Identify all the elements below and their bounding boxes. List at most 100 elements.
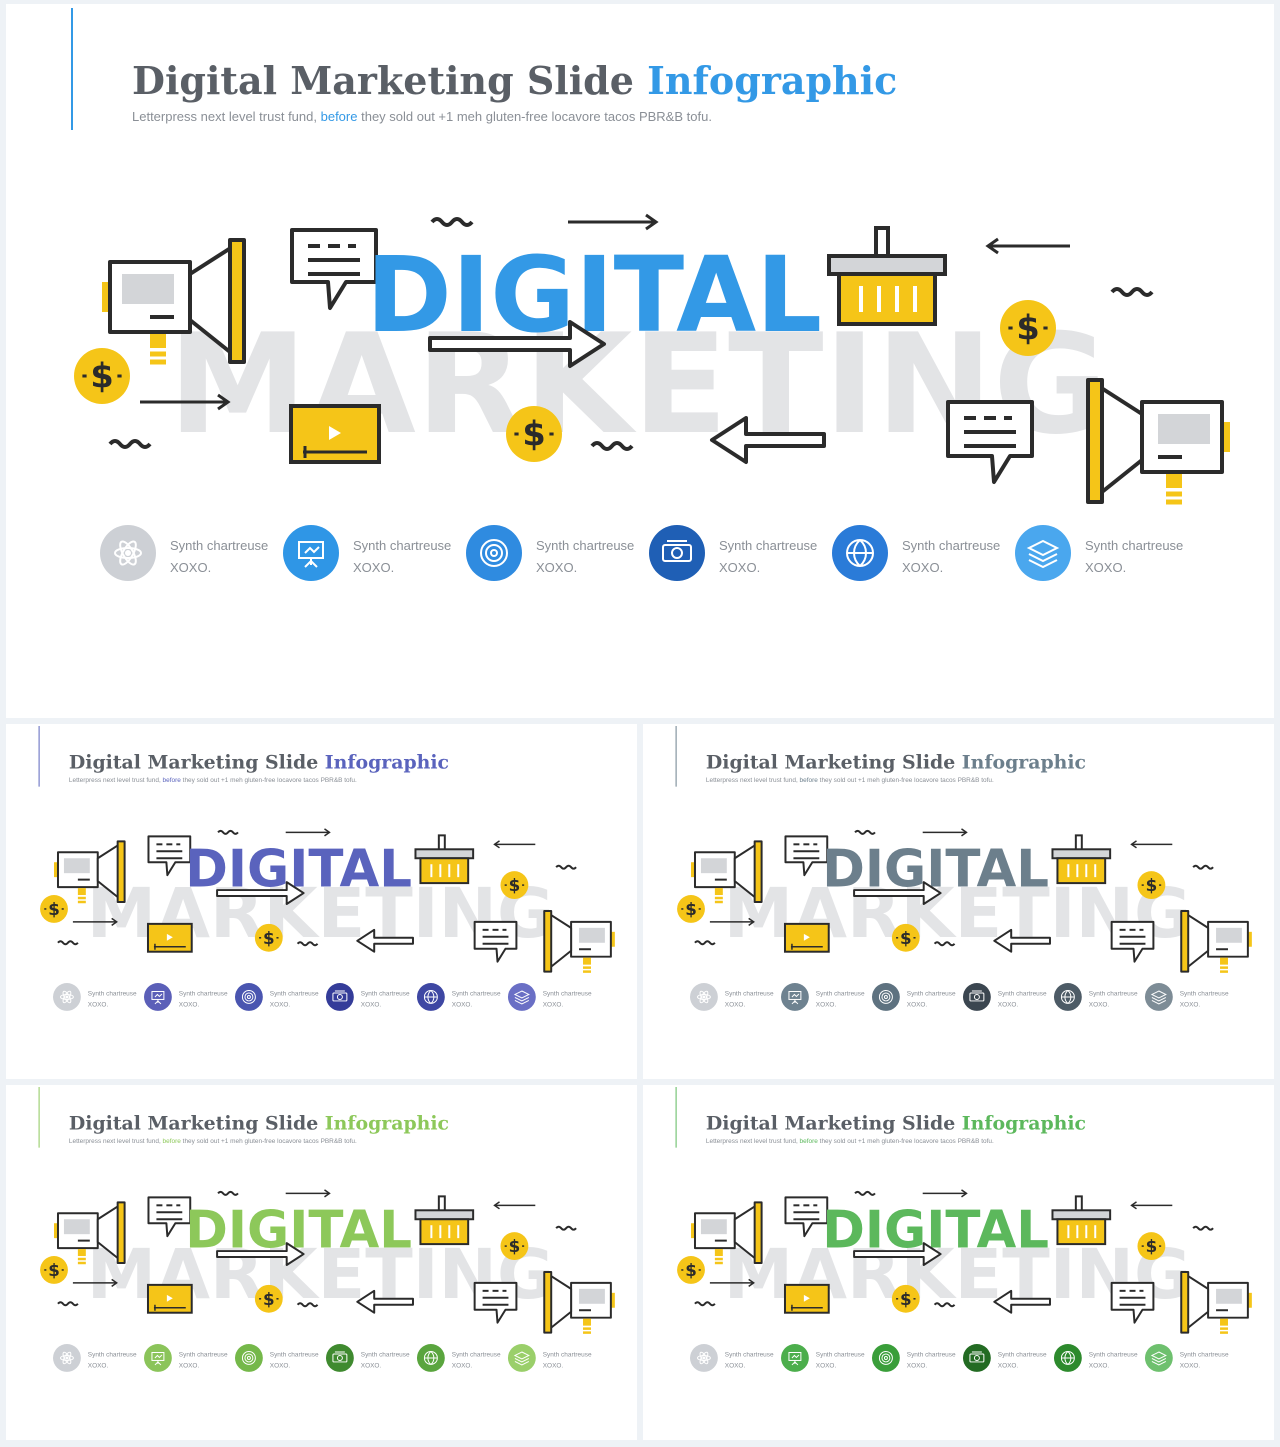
feature-item[interactable]: Synth chartreuse XOXO. (416, 1344, 501, 1372)
feature-item-label: Synth chartreuse (902, 538, 1000, 553)
squiggle-decoration (430, 217, 474, 227)
slide-title-accent: Infographic (325, 1113, 449, 1135)
feature-item[interactable]: Synth chartreuse XOXO. (871, 1344, 956, 1372)
squiggle-decoration (854, 829, 876, 835)
megaphone-icon (543, 909, 615, 973)
feature-item[interactable]: Synth chartreuse XOXO. (1144, 983, 1229, 1011)
arrow-line-icon (709, 917, 755, 926)
feature-item[interactable]: Synth chartreuse XOXO. (53, 983, 137, 1011)
feature-item-sub: XOXO. (1085, 560, 1126, 575)
shopping-basket-icon (414, 834, 475, 885)
squiggle-decoration (854, 1190, 876, 1196)
chat-bubble-icon (473, 1281, 518, 1324)
feature-item-sub: XOXO. (543, 1362, 564, 1369)
squiggle-decoration (933, 941, 956, 947)
slide-variant-lime[interactable]: Digital Marketing Slide Infographic Lett… (6, 1085, 637, 1440)
dollar-coin-icon: $ (74, 348, 130, 404)
slide-main-blue[interactable]: Digital Marketing Slide Infographic Lett… (6, 4, 1274, 718)
feature-item[interactable]: Synth chartreuse XOXO. (781, 983, 865, 1011)
arrow-line-icon (568, 213, 659, 231)
feature-item[interactable]: Synth chartreuse XOXO. (325, 983, 410, 1011)
megaphone-icon (1180, 909, 1252, 973)
feature-item[interactable]: Synth chartreuse XOXO. (466, 525, 634, 581)
feature-item[interactable]: Synth chartreuse XOXO. (1053, 1344, 1138, 1372)
slide-variant-green[interactable]: Digital Marketing Slide Infographic Lett… (643, 1085, 1274, 1440)
slide-variant-slate[interactable]: Digital Marketing Slide Infographic Lett… (643, 724, 1274, 1079)
feature-item[interactable]: Synth chartreuse XOXO. (649, 525, 817, 581)
chat-bubble-icon (784, 835, 829, 877)
outline-arrow-icon (216, 1242, 305, 1266)
feature-item[interactable]: Synth chartreuse XOXO. (1015, 525, 1183, 581)
slide-title-main: Digital Marketing Slide (69, 1113, 325, 1135)
squiggle-decoration (296, 941, 319, 947)
feature-item[interactable]: Synth chartreuse XOXO. (53, 1344, 137, 1372)
squiggle-decoration (1192, 864, 1214, 870)
feature-item-sub: XOXO. (902, 560, 943, 575)
megaphone-icon (691, 1201, 763, 1265)
feature-item-label: Synth chartreuse (816, 1351, 865, 1358)
outline-arrow-icon (853, 1242, 942, 1266)
feature-item-label: Synth chartreuse (907, 1351, 956, 1358)
dollar-sign: $ (1016, 309, 1039, 348)
feature-item[interactable]: Synth chartreuse XOXO. (1053, 983, 1138, 1011)
feature-item[interactable]: Synth chartreuse XOXO. (144, 1344, 228, 1372)
feature-item[interactable]: Synth chartreuse XOXO. (144, 983, 228, 1011)
feature-item-sub: XOXO. (816, 1362, 837, 1369)
feature-item[interactable]: Synth chartreuse XOXO. (283, 525, 451, 581)
feature-item[interactable]: Synth chartreuse XOXO. (690, 983, 774, 1011)
chat-bubble-icon (473, 920, 518, 963)
feature-item-label: Synth chartreuse (543, 1351, 592, 1358)
chat-bubble-icon (147, 835, 192, 877)
feature-item[interactable]: Synth chartreuse XOXO. (234, 1344, 319, 1372)
feature-item-sub: XOXO. (179, 1362, 200, 1369)
squiggle-decoration (57, 1301, 79, 1307)
feature-item-sub: XOXO. (270, 1362, 291, 1369)
feature-item[interactable]: Synth chartreuse XOXO. (100, 525, 268, 581)
slide-title-main: Digital Marketing Slide (706, 1113, 962, 1135)
dollar-sign: $ (263, 1289, 275, 1309)
feature-item[interactable]: Synth chartreuse XOXO. (871, 983, 956, 1011)
feature-item[interactable]: Synth chartreuse XOXO. (507, 983, 592, 1011)
dollar-coin-icon: $ (254, 923, 283, 952)
shopping-basket-icon (1051, 834, 1112, 885)
feature-item-sub: XOXO. (1180, 1001, 1201, 1008)
chat-bubble-icon (1110, 920, 1155, 963)
presentation-board-icon (781, 983, 809, 1011)
arrow-line-icon (1130, 840, 1173, 849)
slide-variant-indigo[interactable]: Digital Marketing Slide Infographic Lett… (6, 724, 637, 1079)
feature-item-sub: XOXO. (170, 560, 211, 575)
slide-title: Digital Marketing Slide Infographic (69, 752, 449, 774)
feature-item[interactable]: Synth chartreuse XOXO. (962, 983, 1047, 1011)
money-bill-icon (325, 983, 354, 1011)
squiggle-decoration (694, 1301, 716, 1307)
feature-item-label: Synth chartreuse (361, 1351, 410, 1358)
megaphone-icon (691, 840, 763, 904)
feature-item[interactable]: Synth chartreuse XOXO. (832, 525, 1000, 581)
feature-item[interactable]: Synth chartreuse XOXO. (690, 1344, 774, 1372)
feature-item[interactable]: Synth chartreuse XOXO. (234, 983, 319, 1011)
dollar-sign: $ (522, 415, 545, 454)
shopping-basket-icon (414, 1195, 475, 1246)
feature-item[interactable]: Synth chartreuse XOXO. (507, 1344, 592, 1372)
squiggle-decoration (1192, 1225, 1214, 1231)
feature-item[interactable]: Synth chartreuse XOXO. (781, 1344, 865, 1372)
feature-item-sub: XOXO. (1180, 1362, 1201, 1369)
slide-subtitle: Letterpress next level trust fund, befor… (706, 1138, 994, 1145)
feature-item[interactable]: Synth chartreuse XOXO. (325, 1344, 410, 1372)
megaphone-icon (1180, 1270, 1252, 1334)
chat-bubble-icon (946, 400, 1034, 484)
arrow-line-icon (493, 840, 536, 849)
money-bill-icon (325, 1344, 354, 1372)
feature-item[interactable]: Synth chartreuse XOXO. (1144, 1344, 1229, 1372)
dollar-sign: $ (685, 899, 697, 919)
feature-item-label: Synth chartreuse (88, 990, 137, 997)
megaphone-icon (543, 1270, 615, 1334)
feature-item[interactable]: Synth chartreuse XOXO. (962, 1344, 1047, 1372)
outline-arrow-icon (356, 928, 414, 953)
arrow-line-icon (285, 1189, 331, 1198)
dollar-coin-icon: $ (677, 895, 705, 923)
feature-item-sub: XOXO. (361, 1362, 382, 1369)
arrow-line-icon (922, 828, 968, 837)
squiggle-decoration (108, 439, 152, 449)
feature-item[interactable]: Synth chartreuse XOXO. (416, 983, 501, 1011)
